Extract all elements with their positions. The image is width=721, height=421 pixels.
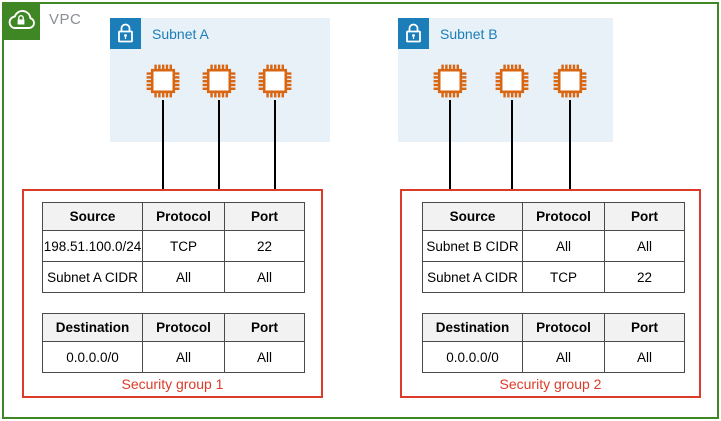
vpc-cloud-lock-icon [2, 2, 40, 40]
table-cell: All [142, 341, 225, 373]
subnet-a-label: Subnet A [152, 26, 209, 42]
table-cell: 0.0.0.0/0 [422, 341, 523, 373]
column-header-source: Source [422, 202, 523, 231]
security-group-1-box: Source Protocol Port 198.51.100.0/24 TCP… [22, 189, 323, 398]
ec2-instance-icon [144, 62, 182, 100]
table-header-row: Destination Protocol Port [42, 313, 305, 342]
table-row: 198.51.100.0/24 TCP 22 [42, 230, 305, 262]
table-row: Subnet A CIDR All All [42, 261, 305, 293]
connector-line [569, 100, 571, 189]
security-group-2-label: Security group 2 [499, 376, 602, 392]
connector-line [274, 100, 276, 189]
table-cell: All [522, 341, 605, 373]
table-cell: TCP [522, 261, 605, 293]
table-cell: All [604, 230, 685, 262]
column-header-destination: Destination [422, 313, 523, 342]
ec2-instance-icon [200, 62, 238, 100]
column-header-protocol: Protocol [142, 313, 225, 342]
vpc-label: VPC [49, 11, 82, 28]
subnet-b-box: Subnet B [398, 18, 613, 142]
column-header-port: Port [224, 202, 305, 231]
sg2-inbound-table: Source Protocol Port Subnet B CIDR All A… [422, 202, 685, 293]
table-header-row: Source Protocol Port [422, 202, 685, 231]
subnet-b-lock-icon [398, 18, 429, 49]
ec2-instance-icon [431, 62, 469, 100]
table-row: Subnet B CIDR All All [422, 230, 685, 262]
table-cell: TCP [142, 230, 225, 262]
ec2-instance-icon [493, 62, 531, 100]
subnet-a-lock-icon [110, 18, 141, 49]
security-group-2-box: Source Protocol Port Subnet B CIDR All A… [400, 189, 701, 398]
connector-line [449, 100, 451, 189]
table-cell: Subnet A CIDR [42, 261, 143, 293]
connector-line [511, 100, 513, 189]
column-header-protocol: Protocol [522, 202, 605, 231]
column-header-source: Source [42, 202, 143, 231]
connector-line [162, 100, 164, 189]
table-cell: Subnet A CIDR [422, 261, 523, 293]
table-cell: All [522, 230, 605, 262]
column-header-port: Port [604, 202, 685, 231]
table-row: 0.0.0.0/0 All All [422, 341, 685, 373]
sg1-inbound-table: Source Protocol Port 198.51.100.0/24 TCP… [42, 202, 305, 293]
column-header-protocol: Protocol [522, 313, 605, 342]
security-group-1-label: Security group 1 [121, 376, 224, 392]
ec2-instance-icon [551, 62, 589, 100]
table-cell: 22 [604, 261, 685, 293]
column-header-port: Port [604, 313, 685, 342]
column-header-port: Port [224, 313, 305, 342]
table-cell: All [142, 261, 225, 293]
table-cell: 22 [224, 230, 305, 262]
sg2-outbound-table: Destination Protocol Port 0.0.0.0/0 All … [422, 313, 685, 373]
table-cell: All [224, 341, 305, 373]
ec2-instance-icon [256, 62, 294, 100]
table-cell: All [604, 341, 685, 373]
connector-line [218, 100, 220, 189]
sg1-outbound-table: Destination Protocol Port 0.0.0.0/0 All … [42, 313, 305, 373]
table-cell: All [224, 261, 305, 293]
column-header-protocol: Protocol [142, 202, 225, 231]
table-cell: 0.0.0.0/0 [42, 341, 143, 373]
subnet-b-label: Subnet B [440, 26, 498, 42]
table-header-row: Source Protocol Port [42, 202, 305, 231]
table-row: 0.0.0.0/0 All All [42, 341, 305, 373]
subnet-a-box: Subnet A [110, 18, 330, 142]
column-header-destination: Destination [42, 313, 143, 342]
table-row: Subnet A CIDR TCP 22 [422, 261, 685, 293]
table-cell: 198.51.100.0/24 [42, 230, 143, 262]
table-header-row: Destination Protocol Port [422, 313, 685, 342]
table-cell: Subnet B CIDR [422, 230, 523, 262]
